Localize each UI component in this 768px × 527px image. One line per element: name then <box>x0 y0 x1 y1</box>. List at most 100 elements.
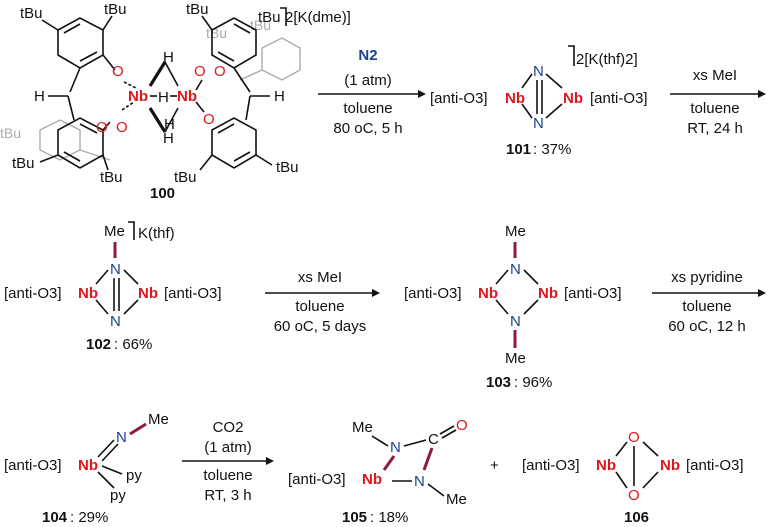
c103-label: 103 <box>486 374 511 391</box>
c102-ligand-left: [anti-O3] <box>4 285 62 302</box>
step5-line1: CO2 <box>213 419 244 436</box>
compound-104: [anti-O3] Nb N Me py py 104 : 29% <box>4 411 169 526</box>
c105-n-bottom: N <box>414 473 425 490</box>
c102-label: 102 <box>86 336 111 353</box>
step-2: xs MeI toluene RT, 24 h <box>670 67 766 137</box>
c103-nb-left: Nb <box>478 285 498 302</box>
c106-o-bottom: O <box>628 487 640 504</box>
hydride-3: H <box>158 89 169 106</box>
ring-right-upper <box>211 17 257 69</box>
oxygen-5: O <box>214 63 226 80</box>
tbu-1: tBu <box>20 5 43 22</box>
c105-me-top: Me <box>352 419 373 436</box>
c103-ligand-left: [anti-O3] <box>404 285 462 302</box>
compound-102: Me K(thf) N [anti-O3] Nb Nb [anti-O3] N … <box>4 221 222 353</box>
c103-me-top: Me <box>505 223 526 240</box>
step2-line3: RT, 24 h <box>687 120 743 137</box>
step3-line3: 60 oC, 5 days <box>274 318 367 335</box>
tbu-4: tBu <box>100 169 123 186</box>
compound-100-label: 100 <box>150 185 175 202</box>
c102-n-bottom: N <box>110 313 121 330</box>
c104-py-2: py <box>110 487 126 504</box>
c102-yield: : 66% <box>114 336 152 353</box>
c102-ligand-right: [anti-O3] <box>164 285 222 302</box>
step1-reagent: N2 <box>358 47 377 64</box>
c101-n-top: N <box>533 63 544 80</box>
step-3: xs MeI toluene 60 oC, 5 days <box>265 269 380 335</box>
hydride-4: H <box>164 116 175 133</box>
c105-ligand: [anti-O3] <box>288 471 346 488</box>
hydrogen-methine-left: H <box>34 88 45 105</box>
step1-line1: (1 atm) <box>344 72 392 89</box>
step-1: N2 (1 atm) toluene 80 oC, 5 h <box>318 47 426 137</box>
c106-o-top: O <box>628 429 640 446</box>
c104-n: N <box>116 429 127 446</box>
c102-me: Me <box>104 223 125 240</box>
tbu-2: tBu <box>104 1 127 18</box>
c105-yield: : 18% <box>370 509 408 526</box>
plus-sign: + <box>490 457 499 474</box>
c103-yield: : 96% <box>514 374 552 391</box>
step4-line3: 60 oC, 12 h <box>668 318 746 335</box>
step-5: CO2 (1 atm) toluene RT, 3 h <box>182 419 274 504</box>
c101-nb-right: Nb <box>563 90 583 107</box>
hydride-1: H <box>163 49 174 66</box>
c103-me-bottom: Me <box>505 350 526 367</box>
c106-label: 106 <box>624 509 649 526</box>
compound-103: Me N [anti-O3] Nb Nb [anti-O3] N Me 103 … <box>404 223 622 391</box>
oxygen-6: O <box>203 111 215 128</box>
step3-line1: xs MeI <box>298 269 342 286</box>
oxygen-3: O <box>116 119 128 136</box>
c102-nb-right: Nb <box>138 285 158 302</box>
oxygen-1: O <box>112 63 124 80</box>
step5-line3: toluene <box>203 467 252 484</box>
c104-label: 104 <box>42 509 68 526</box>
compound-100-back-ring: tBu tBu tBu <box>0 17 301 161</box>
c106-ligand-left: [anti-O3] <box>522 457 580 474</box>
compound-100: tBu tBu tBu tBu tBu O H O O tBu tBu Nb N… <box>0 1 351 202</box>
c103-n-top: N <box>510 261 521 278</box>
step4-line2: toluene <box>682 298 731 315</box>
c102-charge: K(thf) <box>138 225 175 242</box>
c101-nb-left: Nb <box>505 90 525 107</box>
c104-yield: : 29% <box>70 509 108 526</box>
c105-c: C <box>428 431 439 448</box>
compound-106: [anti-O3] Nb O O Nb [anti-O3] 106 <box>522 429 744 526</box>
c104-py-1: py <box>126 467 142 484</box>
step3-line2: toluene <box>295 298 344 315</box>
c105-me-bottom: Me <box>446 491 467 508</box>
c106-nb-left: Nb <box>596 457 616 474</box>
c106-ligand-right: [anti-O3] <box>686 457 744 474</box>
c104-me: Me <box>148 411 169 428</box>
hydrogen-methine-right: H <box>274 88 285 105</box>
step1-line3: 80 oC, 5 h <box>333 120 402 137</box>
step5-line4: RT, 3 h <box>204 487 251 504</box>
c103-n-bottom: N <box>510 313 521 330</box>
c103-nb-right: Nb <box>538 285 558 302</box>
c102-n-top: N <box>110 261 121 278</box>
step5-line2: (1 atm) <box>204 439 252 456</box>
c105-n-top: N <box>390 439 401 456</box>
tbu-3: tBu <box>12 155 35 172</box>
step-4: xs pyridine toluene 60 oC, 12 h <box>652 269 766 335</box>
charge-100: 2[K(dme)] <box>285 9 351 26</box>
tbu-8: tBu <box>276 159 299 176</box>
tbu-6: tBu <box>258 9 281 26</box>
niobium-1: Nb <box>128 88 148 105</box>
c106-nb-right: Nb <box>660 457 680 474</box>
c104-ligand: [anti-O3] <box>4 457 62 474</box>
compound-105: Me N C O N Me [anti-O3] Nb 105 : 18% <box>288 417 468 526</box>
hydride-2: H <box>163 130 174 147</box>
step2-line1: xs MeI <box>693 67 737 84</box>
c101-ligand-left: [anti-O3] <box>430 90 488 107</box>
c101-label: 101 <box>506 141 531 158</box>
c104-nb: Nb <box>78 457 98 474</box>
c102-nb-left: Nb <box>78 285 98 302</box>
c101-charge: 2[K(thf)2] <box>576 51 638 68</box>
tbu-5: tBu <box>186 1 209 18</box>
compound-101: [anti-O3] Nb N N Nb [anti-O3] 2[K(thf)2]… <box>430 45 648 158</box>
c101-ligand-right: [anti-O3] <box>590 90 648 107</box>
faded-tbu-left: tBu <box>0 125 21 141</box>
oxygen-4: O <box>194 63 206 80</box>
